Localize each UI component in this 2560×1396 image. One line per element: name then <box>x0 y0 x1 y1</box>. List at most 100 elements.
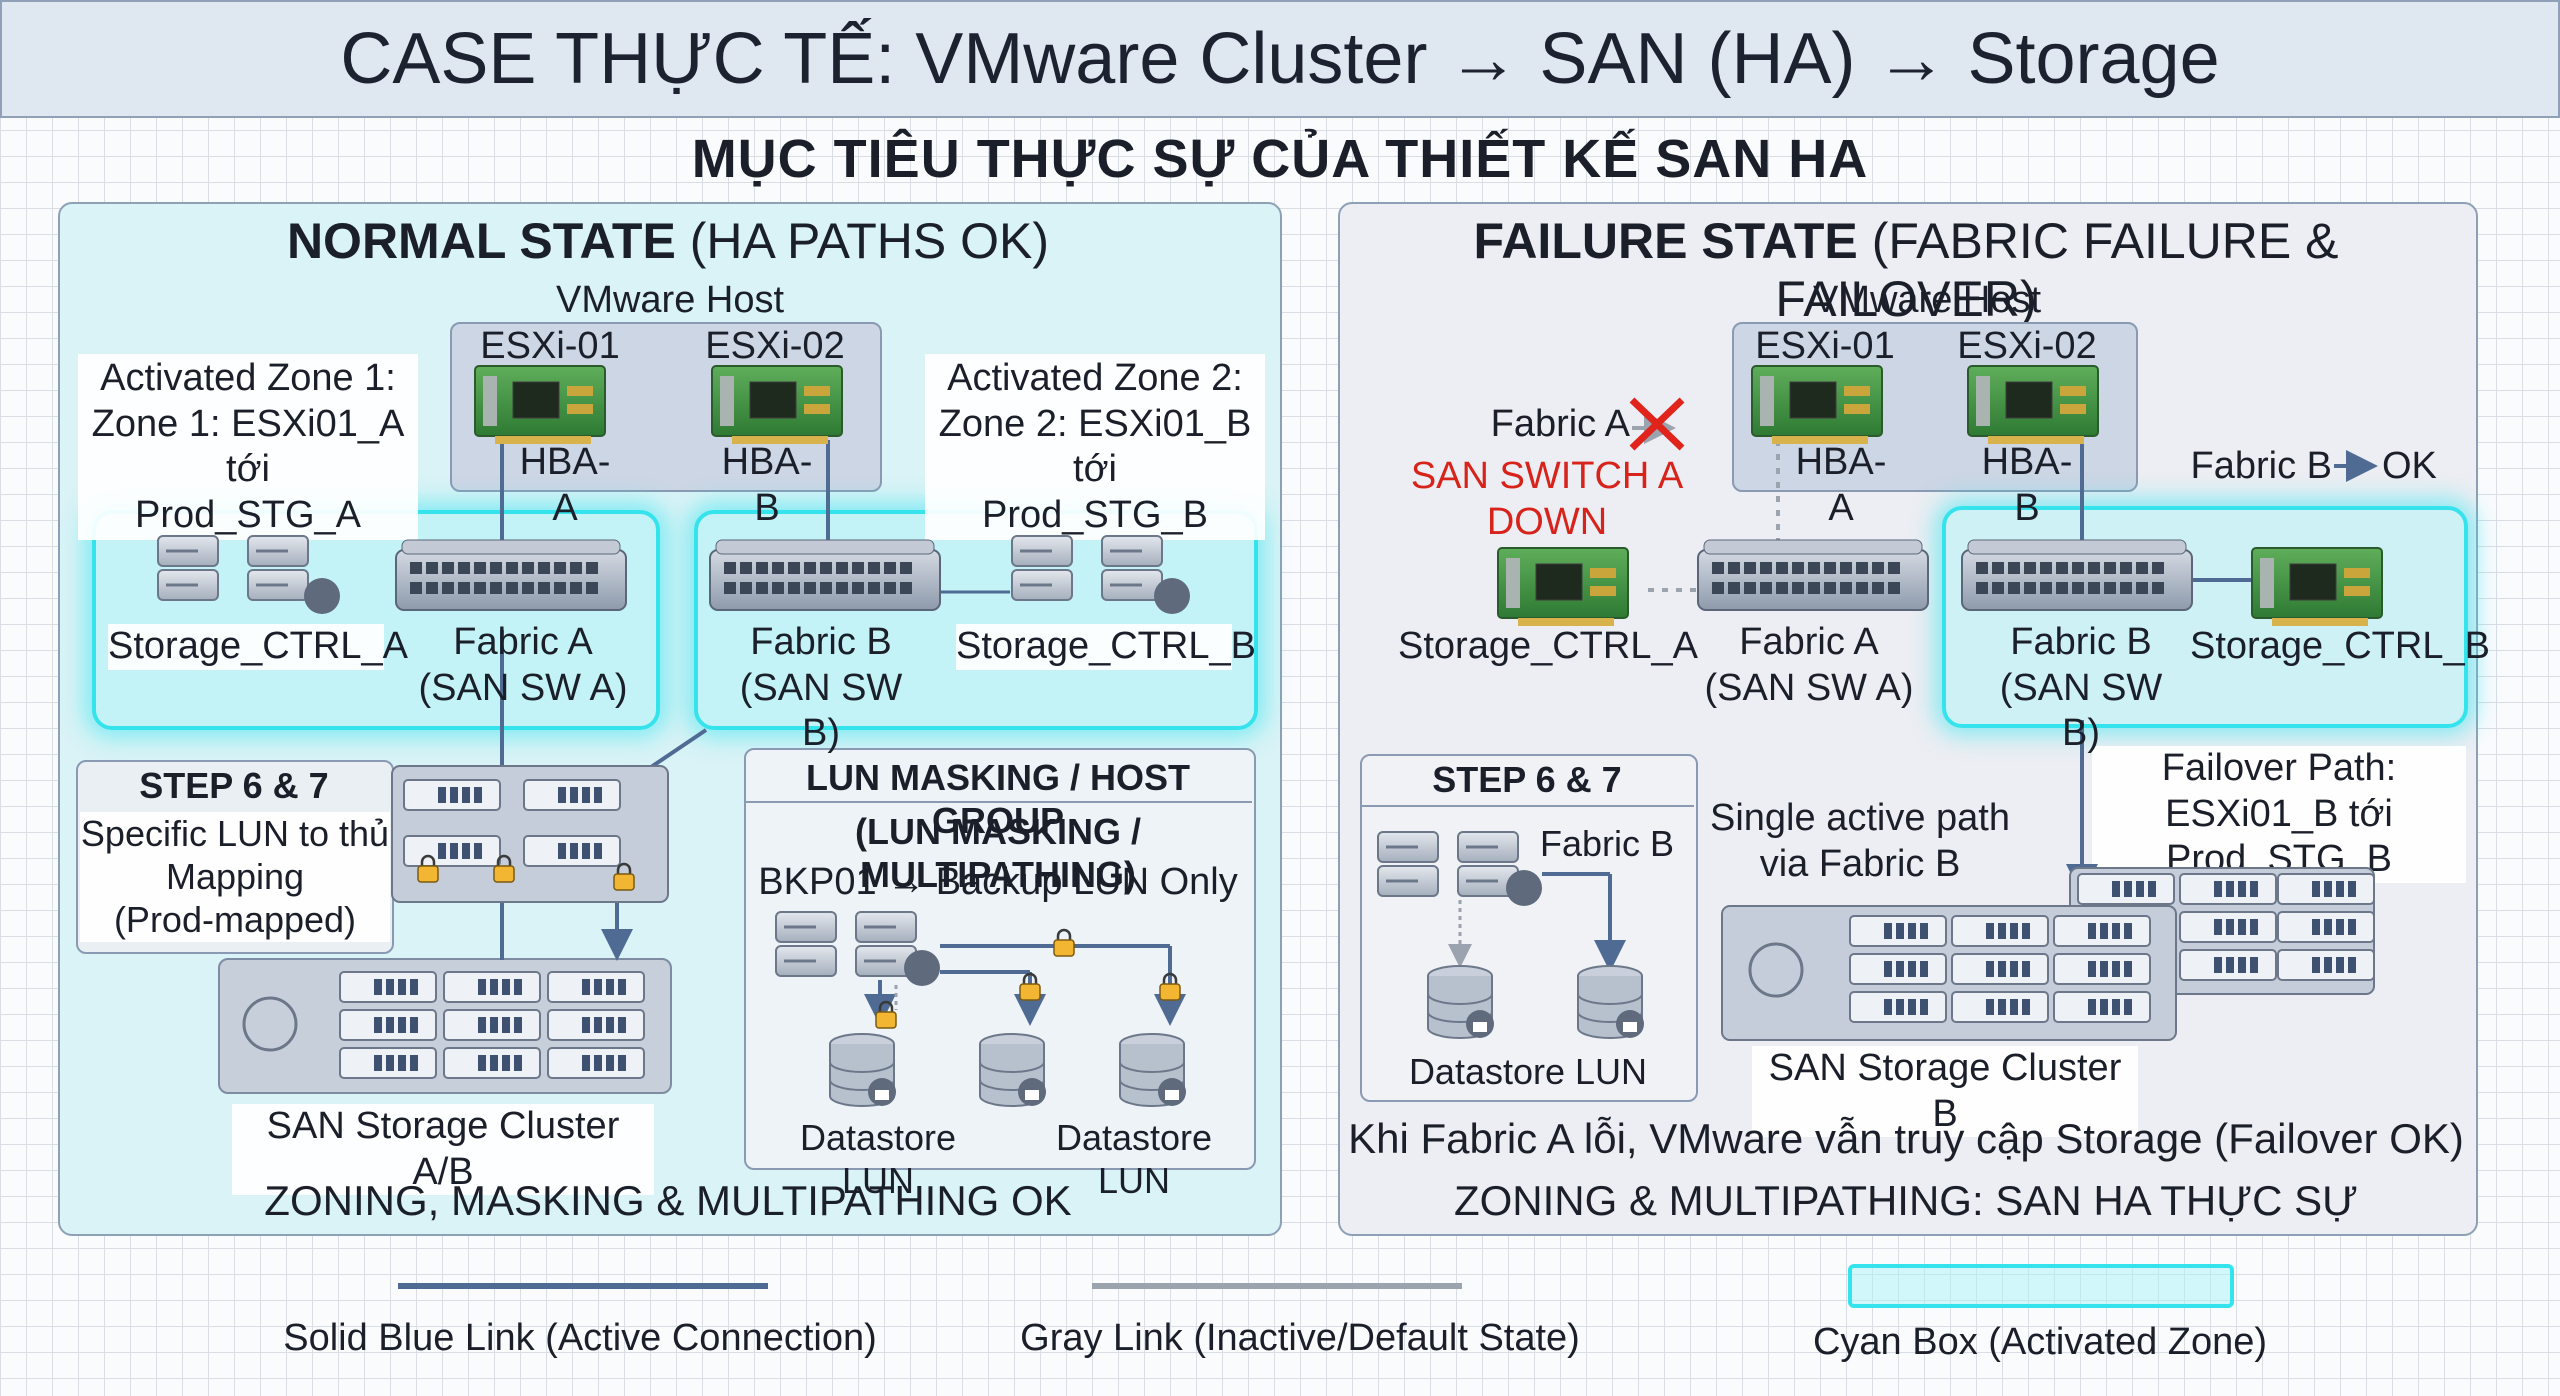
failure-san-cluster-label: SAN Storage Cluster B <box>1752 1046 2138 1138</box>
failover-path-label: Failover Path: ESXi01_B tới Prod_STG_B <box>2092 746 2466 883</box>
failure-esxi1-label: ESXi-01 <box>1755 325 1895 367</box>
legend-cyan-box <box>1848 1264 2234 1308</box>
failure-fabric-b-switch <box>1961 539 2193 611</box>
failure-storage-ctrl-a-label: Storage_CTRL_A <box>1398 625 1698 667</box>
failure-storage-ctrl-a-card <box>1497 547 1629 627</box>
storage-ctrl-b-unit2 <box>1100 534 1164 602</box>
single-path-line2: via Fabric B <box>1759 842 1961 885</box>
step-line1: Specific LUN to thủ <box>80 813 390 854</box>
failure-db-2-icon <box>1577 965 1645 1039</box>
normal-storage-ctrl-b-label: Storage_CTRL_B <box>956 624 1256 670</box>
fabric-b-name: Fabric B <box>750 621 892 663</box>
failure-fabric-b-switch: (SAN SW B) <box>1999 666 2163 755</box>
fabric-b-switch-name: (SAN SW B) <box>739 666 903 755</box>
normal-step-title: STEP 6 & 7 <box>139 765 329 806</box>
failure-fabric-a-label: Fabric A (SAN SW A) <box>1704 620 1914 711</box>
zone1-line1: Activated Zone 1: <box>100 357 396 399</box>
normal-esxi1-label: ESXi-01 <box>480 325 620 367</box>
failure-storage-ctrl-b-label: Storage_CTRL_B <box>2190 625 2490 667</box>
failure-state-title: FAILURE STATE (FABRIC FAILURE & FAILOVER… <box>1338 212 2474 328</box>
legend-cyan-label: Cyan Box (Activated Zone) <box>1812 1321 2268 1363</box>
failure-step-box <box>1360 754 1698 1102</box>
lun-masking-subtitle: (LUN MASKING / MULTIPATHING) <box>855 811 1141 896</box>
failure-step-title: STEP 6 & 7 <box>1432 759 1622 800</box>
normal-state-title: NORMAL STATE (HA PATHS OK) <box>58 212 1278 270</box>
zone2-label: Activated Zone 2: Zone 2: ESXi01_B tới P… <box>925 354 1265 541</box>
legend-gray-label: Gray Link (Inactive/Default State) <box>1020 1317 1580 1359</box>
normal-fabric-a-switch <box>395 539 627 611</box>
normal-cluster-dial <box>242 996 298 1052</box>
failure-hba-b-label: HBA-B <box>1981 441 2073 529</box>
normal-title-rest: (HA PATHS OK) <box>675 213 1050 269</box>
zone1-label: Activated Zone 1: Zone 1: ESXi01_A tới P… <box>78 354 418 541</box>
normal-fabric-b-switch <box>709 539 941 611</box>
fabric-b-ok-label: OK <box>2382 445 2437 487</box>
failure-title-rest: (FABRIC FAILURE & FAILOVER) <box>1775 213 2339 327</box>
normal-san-cluster-label: SAN Storage Cluster A/B <box>232 1104 654 1196</box>
single-active-path-label: Single active path via Fabric B <box>1700 796 2020 887</box>
legend-solid-label: Solid Blue Link (Active Connection) <box>283 1317 877 1359</box>
page-subtitle: MỤC TIÊU THỰC SỰ CỦA THIẾT KẾ SAN HA <box>691 129 1869 189</box>
storage-ctrl-a-port <box>304 578 340 614</box>
datastore-lun-label-1: Datastore LUN <box>799 1117 957 1202</box>
zone2-line3: Prod_STG_B <box>982 493 1208 536</box>
normal-host-label: VMware Host <box>555 279 785 321</box>
failure-footer: ZONING & MULTIPATHING: SAN HA THỰC SỰ <box>1453 1177 2359 1224</box>
zone1-line2: Zone 1: ESXi01_A tới <box>91 402 405 491</box>
normal-footer: ZONING, MASKING & MULTIPATHING OK <box>264 1177 1072 1224</box>
normal-title-bold: NORMAL STATE <box>286 213 676 269</box>
step-line2: Mapping <box>165 856 305 898</box>
step-line3: (Prod-mapped) <box>113 899 357 941</box>
storage-ctrl-a-unit1 <box>156 534 220 602</box>
failure-hba-a-card <box>1751 365 1883 445</box>
zone2-line2: Zone 2: ESXi01_B tới <box>938 402 1252 491</box>
failure-db-1-icon <box>1427 965 1495 1039</box>
failure-fabric-a-switch <box>1697 539 1929 611</box>
lun-masking-rule: BKP01 → Backup LUN Only <box>758 861 1238 903</box>
normal-esxi2-label: ESXi-02 <box>705 325 845 367</box>
failure-step-host-unit1 <box>1376 830 1440 898</box>
fabric-a-status-label: Fabric A <box>1490 403 1630 445</box>
datastore-lun-3-icon <box>1119 1033 1187 1107</box>
storage-ctrl-a-unit2 <box>246 534 310 602</box>
storage-ctrl-b-port <box>1154 578 1190 614</box>
single-path-line1: Single active path <box>1710 797 2010 839</box>
failure-summary: Khi Fabric A lỗi, VMware vẫn truy cập St… <box>1348 1115 2464 1162</box>
lock-icon <box>1052 928 1076 958</box>
failure-hba-b-card <box>1967 365 2099 445</box>
lun-masking-title: LUN MASKING / HOST GROUP <box>806 757 1190 842</box>
datastore-lun-2-icon <box>979 1033 1047 1107</box>
failure-step-fabric: Fabric B <box>1539 823 1675 864</box>
failure-host-label: VMware Host <box>1812 279 2042 321</box>
normal-storage-ctrl-a-label: Storage_CTRL_A <box>108 624 408 670</box>
failure-esxi2-label: ESXi-02 <box>1957 325 2097 367</box>
title-text: CASE THỰC TẾ: VMware Cluster → SAN (HA) … <box>340 19 2220 99</box>
normal-step-text: Specific LUN to thủ Mapping (Prod-mapped… <box>80 812 390 942</box>
failure-fabric-a-name: Fabric A <box>1739 621 1879 663</box>
lun-host-unit1 <box>774 910 838 978</box>
switch-down-label: SAN SWITCH A DOWN <box>1410 455 1684 543</box>
failure-fabric-b-label: Fabric B (SAN SW B) <box>1976 620 2186 757</box>
failure-x-icon <box>1629 397 1685 451</box>
failure-title-bold: FAILURE STATE <box>1473 213 1858 269</box>
failure-storage-ctrl-b-card <box>2251 547 2383 627</box>
datastore-lun-1-icon <box>829 1033 897 1107</box>
failure-hba-a-label: HBA-A <box>1795 441 1887 529</box>
storage-ctrl-b-unit1 <box>1010 534 1074 602</box>
normal-hba-b-label: HBA-B <box>721 441 813 529</box>
page-title: CASE THỰC TẾ: VMware Cluster → SAN (HA) … <box>0 0 2560 118</box>
fabric-b-status-label: Fabric B <box>2190 445 2332 487</box>
failure-fabric-b-name: Fabric B <box>2010 621 2152 663</box>
fabric-a-name: Fabric A <box>453 621 593 663</box>
normal-hba-a-label: HBA-A <box>519 441 611 529</box>
normal-fabric-a-label: Fabric A (SAN SW A) <box>418 620 628 711</box>
failover-path-line1: Failover Path: <box>2161 747 2397 789</box>
failure-fabric-a-switch: (SAN SW A) <box>1704 666 1914 709</box>
normal-hba-a-card <box>474 365 606 445</box>
normal-hba-b-card <box>711 365 843 445</box>
failure-datastore-label: Datastore LUN <box>1408 1051 1648 1092</box>
normal-fabric-b-label: Fabric B (SAN SW B) <box>716 620 926 757</box>
zone2-line1: Activated Zone 2: <box>947 357 1243 399</box>
zone1-line3: Prod_STG_A <box>135 493 361 536</box>
